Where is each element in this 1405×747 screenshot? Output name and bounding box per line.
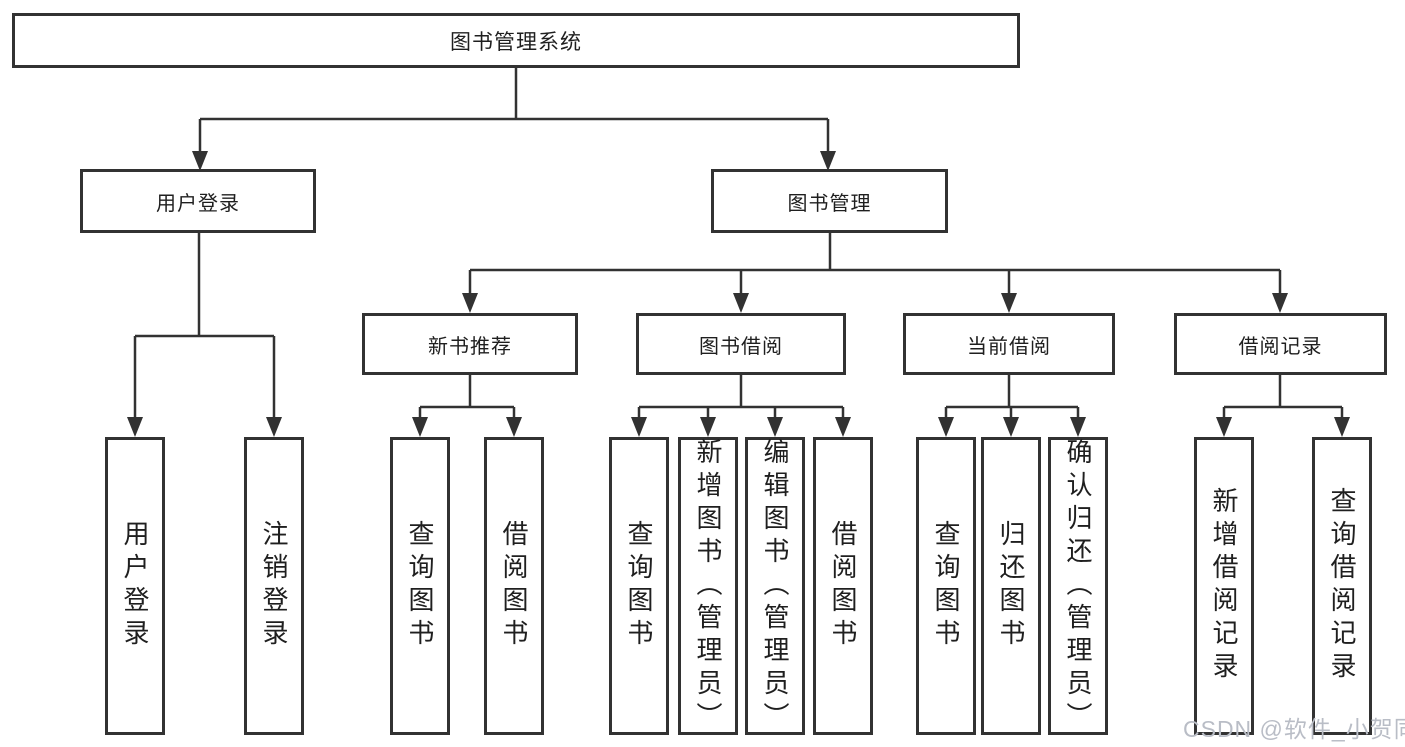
connector-book-borrow-to-leaves (631, 375, 851, 437)
leaf-label: 归还图书 (996, 520, 1026, 652)
watermark: CSDN @软件_小贺同学 (1183, 716, 1405, 742)
leaf-query-books-current: 查询图书 (916, 437, 976, 735)
node-new-book-recommend: 新书推荐 (362, 313, 578, 375)
leaf-logout: 注销登录 (244, 437, 304, 735)
leaf-label: 新增借阅记录 (1209, 487, 1239, 685)
connector-root-to-level2 (192, 68, 836, 171)
node-user-login-label: 用户登录 (156, 192, 240, 215)
node-book-management: 图书管理 (711, 169, 948, 233)
leaf-add-books-admin: 新增图书（管理员） (678, 437, 738, 735)
leaf-label: 注销登录 (259, 520, 289, 652)
connector-borrow-records-to-leaves (1216, 375, 1350, 437)
leaf-label: 借阅图书 (828, 520, 858, 652)
node-user-login: 用户登录 (80, 169, 316, 233)
leaf-query-books-recommend: 查询图书 (390, 437, 450, 735)
leaf-user-login: 用户登录 (105, 437, 165, 735)
node-root-label: 图书管理系统 (450, 30, 582, 54)
node-book-borrow-label: 图书借阅 (699, 335, 783, 358)
node-current-borrow: 当前借阅 (903, 313, 1115, 375)
node-book-borrow: 图书借阅 (636, 313, 846, 375)
leaf-label: 用户登录 (120, 520, 150, 652)
leaf-confirm-return-admin: 确认归还（管理员） (1048, 437, 1108, 735)
node-borrow-records: 借阅记录 (1174, 313, 1387, 375)
node-book-management-label: 图书管理 (787, 192, 872, 215)
leaf-label: 新增图书（管理员） (693, 437, 723, 735)
leaf-edit-books-admin: 编辑图书（管理员） (745, 437, 805, 735)
leaf-label: 借阅图书 (499, 520, 529, 652)
leaf-label: 查询借阅记录 (1327, 487, 1357, 685)
node-new-book-recommend-label: 新书推荐 (428, 335, 512, 358)
leaf-return-books: 归还图书 (981, 437, 1041, 735)
connector-new-book-recommend-to-leaves (412, 375, 522, 437)
leaf-query-borrow-record: 查询借阅记录 (1312, 437, 1372, 735)
leaf-borrow-books-recommend: 借阅图书 (484, 437, 544, 735)
leaf-borrow-books: 借阅图书 (813, 437, 873, 735)
node-root-system: 图书管理系统 (12, 13, 1020, 68)
leaf-label: 编辑图书（管理员） (760, 437, 790, 735)
leaf-label: 确认归还（管理员） (1063, 437, 1093, 735)
leaf-label: 查询图书 (624, 520, 654, 652)
connector-current-borrow-to-leaves (938, 375, 1086, 437)
leaf-add-borrow-record: 新增借阅记录 (1194, 437, 1254, 735)
connector-user-login-to-leaves (127, 233, 282, 437)
leaf-query-books-borrow: 查询图书 (609, 437, 669, 735)
leaf-label: 查询图书 (931, 520, 961, 652)
node-current-borrow-label: 当前借阅 (967, 335, 1051, 358)
connector-book-management-to-level3 (462, 233, 1288, 313)
node-borrow-records-label: 借阅记录 (1238, 335, 1323, 358)
leaf-label: 查询图书 (405, 520, 435, 652)
